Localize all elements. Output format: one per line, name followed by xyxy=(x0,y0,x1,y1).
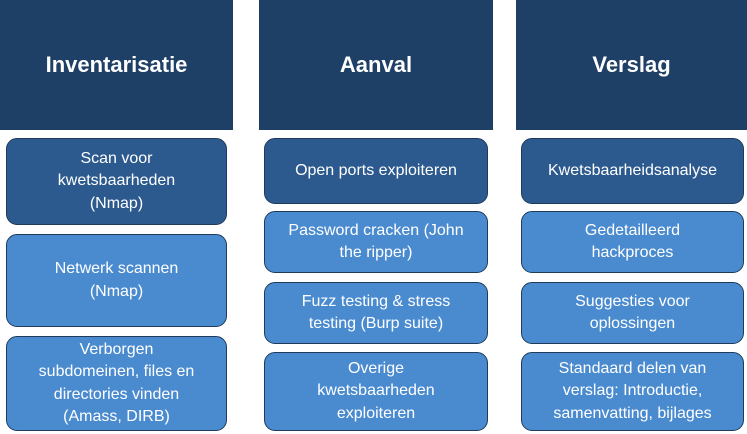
column-header-verslag: Verslag xyxy=(516,0,747,130)
card-verslag-1: Kwetsbaarheidsanalyse xyxy=(521,138,744,204)
card-aanval-4: Overige kwetsbaarheden exploiteren xyxy=(264,352,488,431)
card-inventarisatie-2: Netwerk scannen (Nmap) xyxy=(6,234,227,327)
card-inventarisatie-3: Verborgen subdomeinen, files en director… xyxy=(6,336,227,431)
column-header-inventarisatie: Inventarisatie xyxy=(0,0,233,130)
card-verslag-3: Suggesties voor oplossingen xyxy=(521,282,744,344)
column-header-aanval: Aanval xyxy=(259,0,493,130)
card-aanval-3: Fuzz testing & stress testing (Burp suit… xyxy=(264,282,488,344)
card-aanval-2: Password cracken (John the ripper) xyxy=(264,211,488,273)
card-aanval-1: Open ports exploiteren xyxy=(264,138,488,204)
card-verslag-2: Gedetailleerd hackproces xyxy=(521,211,744,273)
card-verslag-4: Standaard delen van verslag: Introductie… xyxy=(521,352,744,431)
card-inventarisatie-1: Scan voor kwetsbaarheden (Nmap) xyxy=(6,138,227,225)
